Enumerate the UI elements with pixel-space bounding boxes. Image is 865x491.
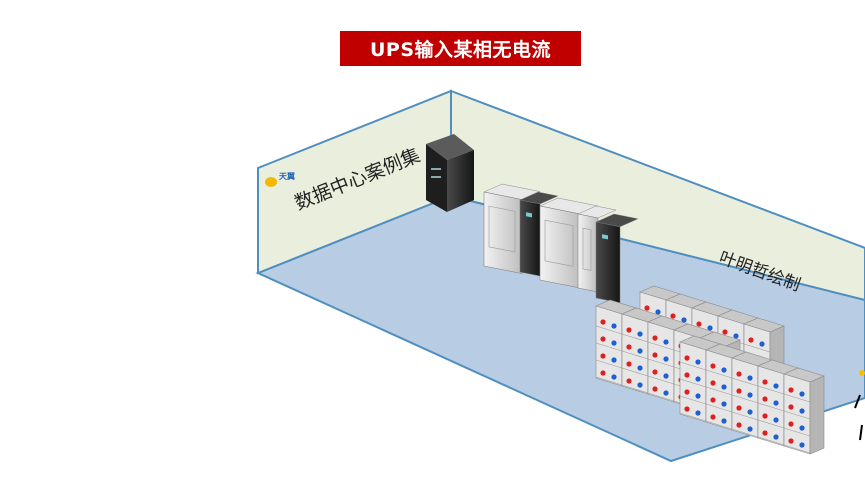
ups-control-panel-2 (595, 213, 639, 304)
ups-cabinet-3 (577, 205, 617, 293)
battery-cabinet-15 (783, 367, 825, 455)
page-title: UPS输入某相无电流 (340, 31, 581, 66)
svg-text:天翼: 天翼 (279, 171, 295, 181)
ups-control-panel-1 (519, 191, 559, 277)
battery-cabinet-array (595, 285, 825, 455)
dark-rack-cabinet (426, 134, 474, 212)
ups-units (483, 183, 639, 304)
ups-cabinet-2 (539, 197, 599, 289)
tianyi-logo: 天翼 (265, 171, 295, 187)
edge-glyph (854, 394, 863, 441)
ups-cabinet-1 (483, 183, 541, 274)
corner-marker (859, 370, 865, 376)
